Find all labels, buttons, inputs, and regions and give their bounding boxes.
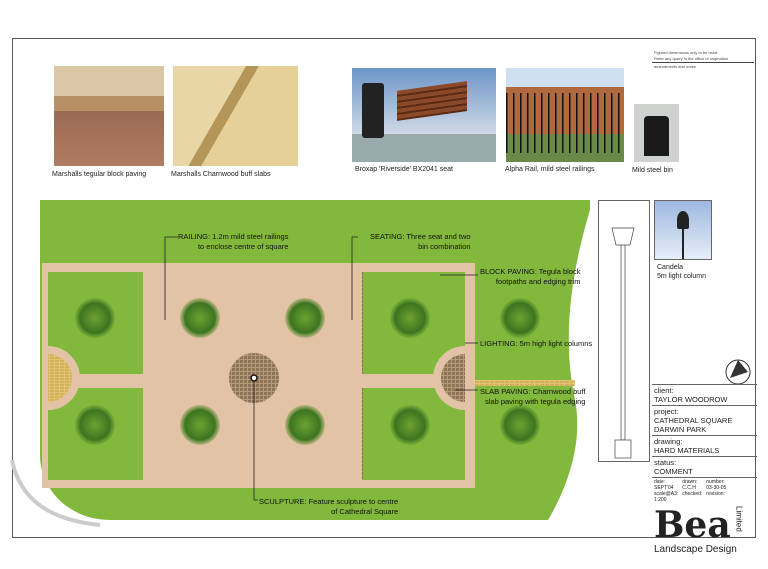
tree [285,298,325,338]
tree [285,405,325,445]
notes-line: Figured dimensions only to be used. [654,50,719,55]
photo-alpha-rail [506,68,624,162]
photo-caption: Broxap 'Riverside' BX2041 seat [355,166,454,173]
sculpture-marker [250,374,258,382]
logo: Bea [654,504,731,546]
photo-caption: Mild steel bin [632,167,673,174]
logo-block: Bea Limited [652,506,757,544]
tree [500,405,540,445]
notes-line: Refer any query to the office of origina… [654,56,729,61]
tree [75,405,115,445]
tree [500,298,540,338]
photo-tegular-block-paving [54,66,164,166]
tree [390,298,430,338]
candela-photo [654,200,712,260]
logo-subtitle: Landscape Design [654,544,737,555]
tree [390,405,430,445]
tree [180,405,220,445]
logo-limited: Limited [734,506,744,532]
tree [75,298,115,338]
photo-caption: Marshalls Charnwood buff slabs [171,171,271,178]
lamp-elevation-box [598,200,650,462]
photo-caption: Marshalls tegular block paving [52,171,147,178]
label-lighting: LIGHTING: 5m high light columns [480,339,593,348]
slab-strip [475,380,575,386]
tree [180,298,220,338]
sheet-border [12,38,756,538]
notes-line: amendments and notes [654,64,696,69]
photo-mild-steel-bin [634,104,679,162]
title-block: client:TAYLOR WOODROW project:CATHEDRAL … [652,384,757,556]
photo-charnwood-slabs [173,66,298,166]
trees [75,298,540,445]
photo-caption: Alpha Rail, mild steel railings [505,166,595,173]
photo-riverside-seat [352,68,496,162]
